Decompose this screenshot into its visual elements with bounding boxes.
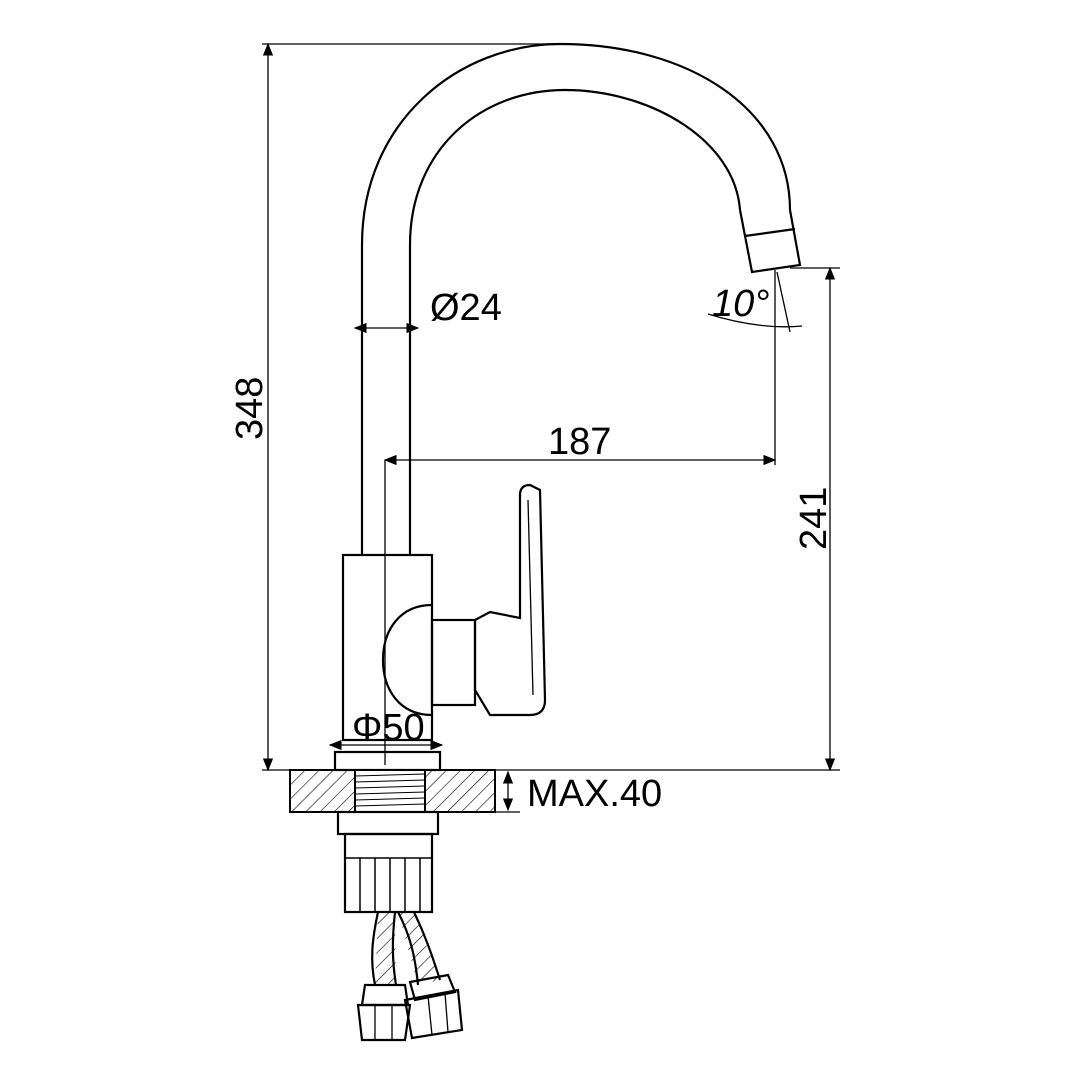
pipe-diameter-label: Ø24: [430, 287, 502, 329]
height-348-label: 348: [229, 377, 271, 440]
faucet-body: [341, 483, 547, 742]
countertop: [289, 769, 496, 813]
angle-10-dimension: 10°: [707, 270, 803, 465]
reach-187-dimension: 187: [383, 421, 777, 765]
height-241-label: 241: [793, 487, 835, 550]
base-diameter-label: Φ50: [352, 707, 425, 749]
supply-hoses: [356, 911, 464, 1042]
height-348-dimension: 348: [229, 42, 565, 772]
angle-10-label: 10°: [712, 283, 769, 325]
pipe-diameter-dimension: Ø24: [353, 287, 502, 334]
flange: [333, 750, 442, 772]
max-thickness-label: MAX.40: [527, 773, 662, 815]
reach-187-label: 187: [548, 421, 611, 463]
mounting-nut: [336, 810, 440, 914]
height-241-dimension: 241: [790, 266, 840, 772]
base-diameter-dimension: Φ50: [328, 707, 444, 751]
spout: [360, 42, 802, 555]
max-thickness-dimension: MAX.40: [495, 770, 662, 815]
